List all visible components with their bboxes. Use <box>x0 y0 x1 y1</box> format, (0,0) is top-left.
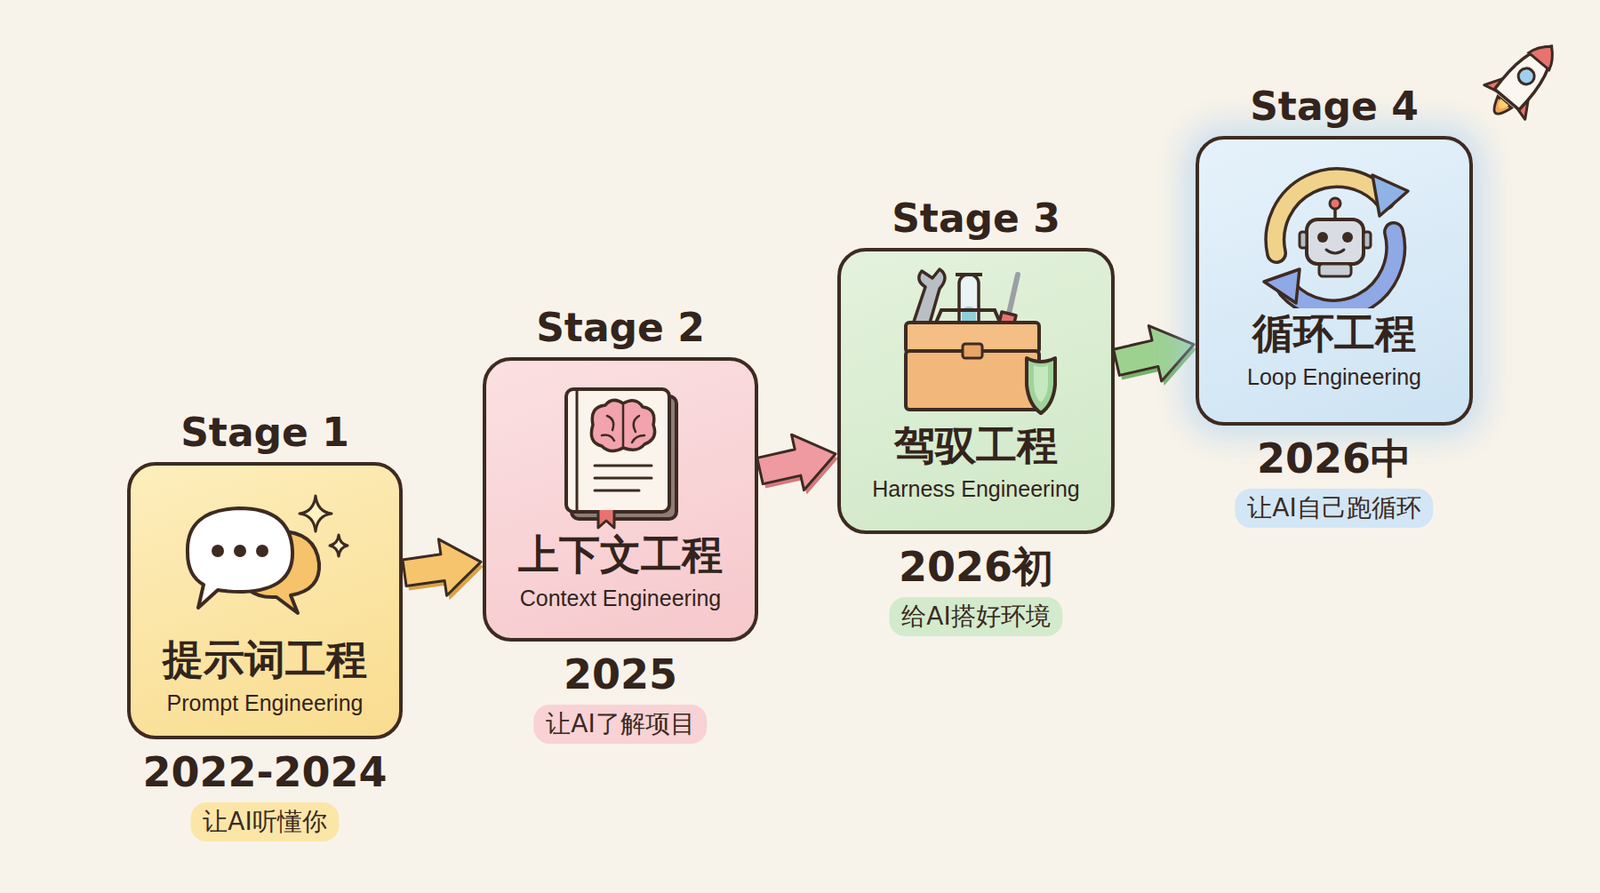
stage-box: Stage 4循环工程Loop Engineering2026中让AI自己跑循环 <box>1195 136 1473 426</box>
stage-box: Stage 2上下文工程Context Engineering2025让AI了解… <box>482 357 759 642</box>
stage-title: 循环工程 <box>1208 310 1461 358</box>
stage-subtitle: Loop Engineering <box>1208 362 1461 392</box>
stage-subtitle: Harness Engineering <box>849 474 1103 504</box>
stage-tagline: 让AI了解项目 <box>533 704 707 744</box>
stage-label: Stage 1 <box>180 409 350 456</box>
stage-caption-group: 2026初给AI搭好环境 <box>888 543 1063 637</box>
block-arrow <box>1113 326 1197 386</box>
stage-caption-group: 2025让AI了解项目 <box>533 650 707 744</box>
stage-box: Stage 1提示词工程Prompt Engineering2022-2024让… <box>127 462 403 740</box>
stage-year: 2022-2024 <box>142 748 387 798</box>
stage-caption-group: 2022-2024让AI听懂你 <box>142 748 387 842</box>
arrow-body <box>757 434 836 490</box>
stage-label: Stage 3 <box>891 195 1061 241</box>
arrow-body <box>402 539 481 596</box>
block-arrow <box>757 434 839 495</box>
stage-tagline: 给AI搭好环境 <box>888 597 1063 637</box>
stage-title: 驾驭工程 <box>849 422 1103 470</box>
stage-year: 2026初 <box>898 543 1054 592</box>
toolbox-icon <box>840 251 1112 421</box>
stage-title: 上下文工程 <box>495 531 746 579</box>
block-arrow <box>402 539 484 600</box>
stage-tagline: 让AI自己跑循环 <box>1234 488 1433 528</box>
book-brain-icon <box>486 360 755 530</box>
stage-box: Stage 3驾驭工程Harness Engineering2026初给AI搭好… <box>837 248 1115 535</box>
stage-subtitle: Context Engineering <box>495 584 746 614</box>
chat-bubbles-icon <box>130 465 400 635</box>
arrow-body <box>1113 326 1194 382</box>
rocket-icon <box>1474 29 1572 131</box>
stage-title: 提示词工程 <box>139 636 391 684</box>
stage-caption-group: 2026中让AI自己跑循环 <box>1234 434 1433 528</box>
stage-year: 2025 <box>563 650 678 700</box>
stage-subtitle: Prompt Engineering <box>139 688 391 719</box>
stage-label: Stage 4 <box>1249 83 1419 129</box>
stage-tagline: 让AI听懂你 <box>190 802 339 842</box>
loop-robot-icon <box>1199 139 1470 309</box>
stage-year: 2026中 <box>1256 434 1412 484</box>
stage-label: Stage 2 <box>536 304 705 351</box>
